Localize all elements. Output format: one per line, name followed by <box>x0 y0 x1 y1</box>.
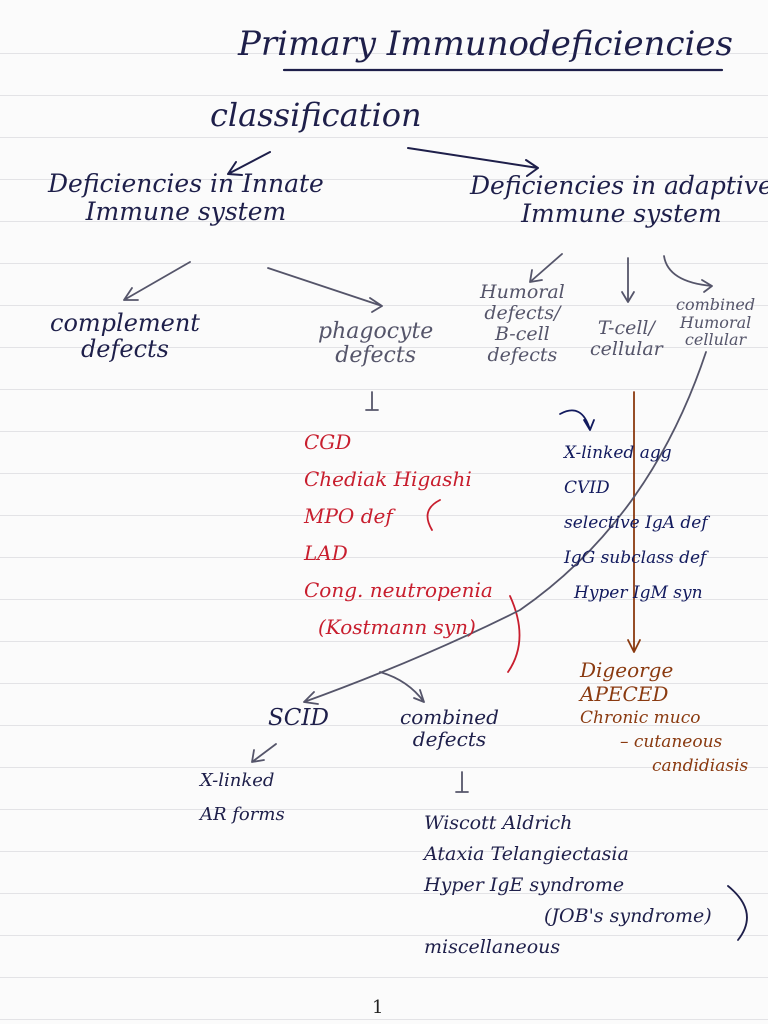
tcell-line1: T-cell/ <box>597 317 655 339</box>
arrow-classification-innate <box>227 151 271 176</box>
arrow-classification-adaptive <box>407 147 539 177</box>
list-item: Wiscott Aldrich <box>424 812 573 834</box>
phagocyte-line1: phagocyte <box>318 319 434 344</box>
arrow-phagocyte-list <box>365 391 379 411</box>
combined-line3: cellular <box>684 330 747 350</box>
phagocyte-line2: defects <box>335 343 417 369</box>
bracket-phagocyte-list <box>426 499 521 673</box>
list-item: Hyper IgM syn <box>574 583 703 603</box>
list-item: LAD <box>304 541 348 565</box>
list-item: CVID <box>564 478 610 498</box>
adaptive-line2: Immune system <box>521 198 722 228</box>
combined-defects-node: combined defects <box>400 706 499 750</box>
scid-list: X-linked AR forms <box>200 764 285 832</box>
humoral-defects-list: X-linked agg CVID selective IgA def IgG … <box>564 436 708 611</box>
innate-line1: Deficiencies in Innate <box>48 169 324 198</box>
humoral-line1: Humoral <box>480 281 565 303</box>
list-item: X-linked agg <box>564 443 672 463</box>
humoral-line3: B-cell <box>494 322 550 345</box>
list-item: CGD <box>304 430 352 454</box>
list-item: AR forms <box>200 804 285 825</box>
innate-line2: Immune system <box>85 196 287 226</box>
list-item: MPO def <box>304 504 393 528</box>
arrow-combined-list <box>455 771 469 793</box>
list-item: – cutaneous <box>620 732 723 752</box>
phagocyte-node: phagocyte defects <box>318 319 434 369</box>
list-item: Cong. neutropenia <box>304 578 493 602</box>
classification-heading: classification <box>210 96 422 134</box>
complement-line2: defects <box>80 335 169 364</box>
arrow-scid-list <box>251 743 277 763</box>
tcell-node: T-cell/ cellular <box>590 318 663 360</box>
humoral-line2: defects/ <box>484 301 561 324</box>
arrow-innate-phagocyte <box>267 267 383 313</box>
complement-line1: complement <box>50 309 200 337</box>
list-item: IgG subclass def <box>564 548 707 568</box>
list-item: Hyper IgE syndrome <box>424 874 625 896</box>
combined-defects-line1: combined <box>400 705 499 729</box>
innate-node: Deficiencies in Innate Immune system <box>48 170 324 225</box>
list-item: Chronic muco <box>580 708 701 728</box>
humoral-node: Humoral defects/ B-cell defects <box>480 282 565 366</box>
list-item: miscellaneous <box>424 936 561 958</box>
list-item: Ataxia Telangiectasia <box>424 843 629 865</box>
arrow-innate-complement <box>123 261 191 301</box>
page-title: Primary Immunodeficiencies <box>238 24 733 64</box>
arrow-adaptive-humoral <box>529 253 563 283</box>
arrow-adaptive-tcell <box>621 257 635 303</box>
list-item: APECED <box>580 682 669 706</box>
list-item: candidiasis <box>652 756 749 776</box>
list-item: Chediak Higashi <box>304 467 472 491</box>
bracket-hyper-ige <box>727 885 748 941</box>
arrow-to-combined-defects <box>379 671 425 703</box>
complement-node: complement defects <box>50 310 200 363</box>
combined-humoral-cellular-node: combined Humoral cellular <box>676 296 755 349</box>
combined-defects-line2: defects <box>412 727 487 751</box>
arrow-humoral-list <box>559 409 595 431</box>
adaptive-node: Deficiencies in adaptive Immune system <box>470 172 768 227</box>
list-item: X-linked <box>200 770 275 791</box>
list-item: (Kostmann syn) <box>318 615 476 639</box>
phagocyte-defects-list: CGD Chediak Higashi MPO def LAD Cong. ne… <box>304 424 493 646</box>
list-item: Digeorge <box>580 658 674 682</box>
combined-line1: combined <box>676 295 756 314</box>
adaptive-line1: Deficiencies in adaptive <box>470 171 768 200</box>
arrow-adaptive-combined <box>663 255 713 293</box>
tcell-defects-list: Digeorge APECED Chronic muco – cutaneous… <box>580 658 748 778</box>
list-item: (JOB's syndrome) <box>544 905 712 927</box>
tcell-line2: cellular <box>590 337 663 360</box>
combined-line2: Humoral <box>679 312 752 332</box>
list-item: selective IgA def <box>564 513 708 533</box>
combined-defects-list: Wiscott Aldrich Ataxia Telangiectasia Hy… <box>424 808 712 963</box>
arrow-tcell-list <box>627 391 641 653</box>
humoral-line4: defects <box>487 343 558 366</box>
scid-node: SCID <box>268 705 329 731</box>
page-number: 1 <box>372 997 384 1018</box>
